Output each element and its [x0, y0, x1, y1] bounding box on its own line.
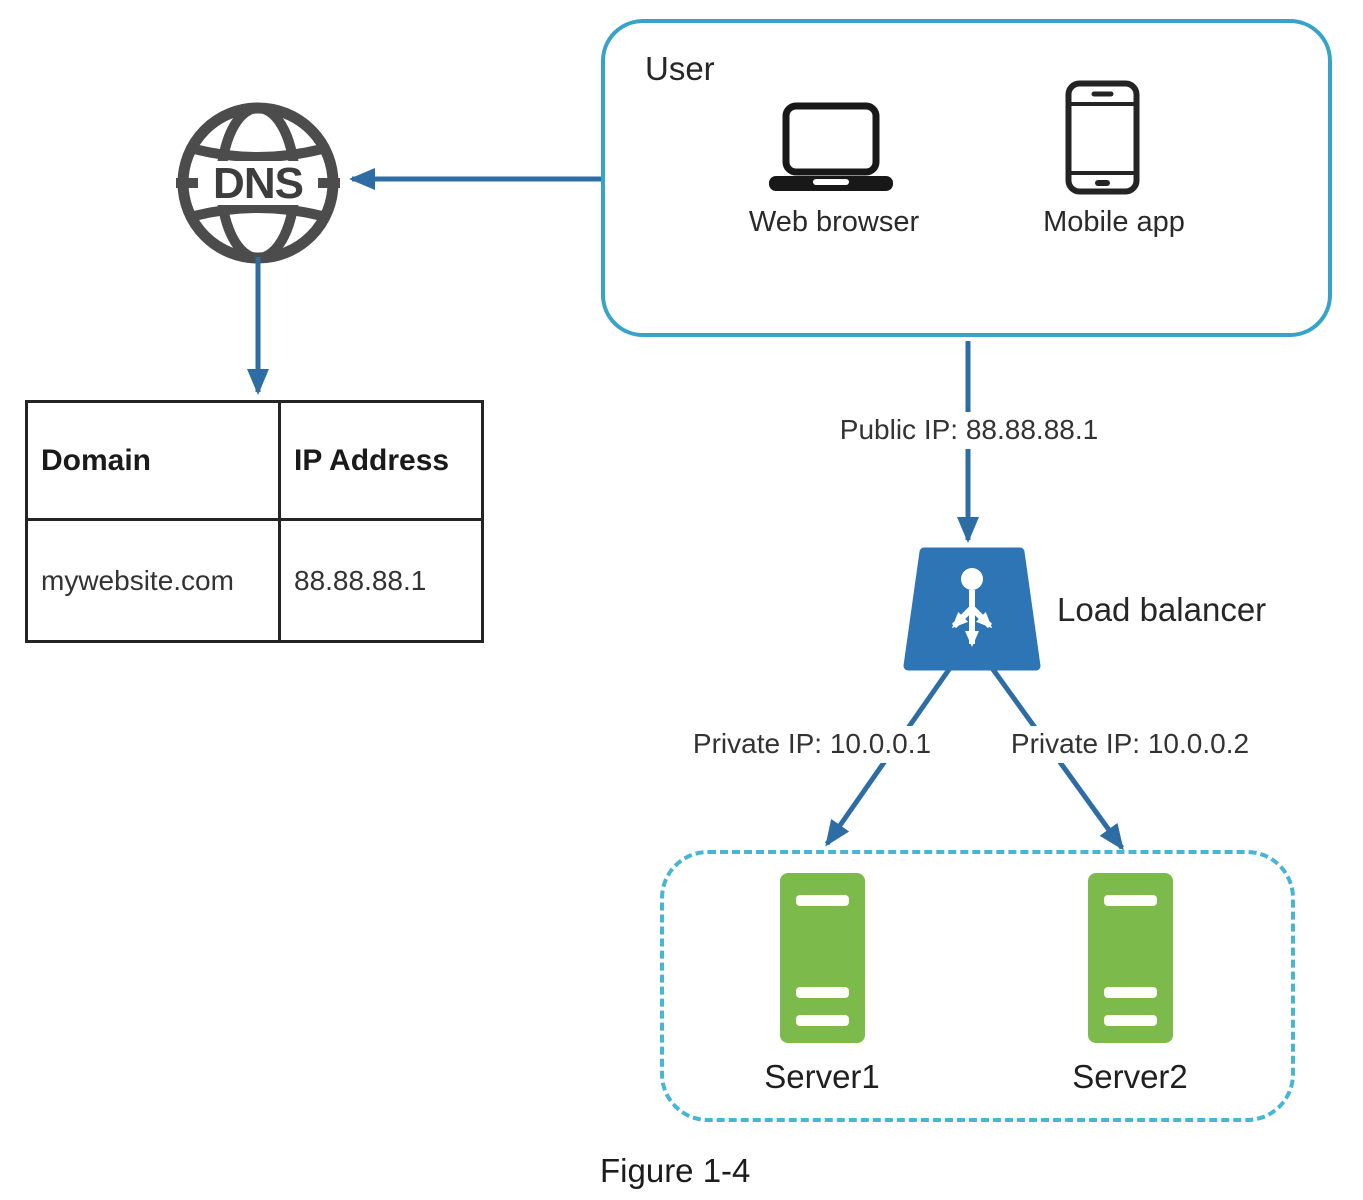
table-cell-domain: mywebsite.com [25, 518, 281, 643]
server-slot [1104, 1015, 1157, 1026]
server2-label: Server2 [1072, 1058, 1188, 1095]
server1-icon [780, 873, 865, 1043]
mobile-app-label: Mobile app [1043, 206, 1185, 238]
smartphone-icon [1065, 80, 1140, 195]
table-row: mywebsite.com 88.88.88.1 [25, 518, 484, 643]
load-balancer-icon [903, 547, 1041, 671]
table-header-domain: Domain [25, 400, 281, 521]
table-cell-ip: 88.88.88.1 [278, 518, 484, 643]
load-balancer-label: Load balancer [1057, 591, 1267, 628]
user-group-box [601, 19, 1332, 337]
figure-caption: Figure 1-4 [600, 1152, 751, 1189]
server-slot [796, 1015, 849, 1026]
web-browser-label: Web browser [748, 206, 920, 238]
dns-label: DNS [213, 159, 303, 208]
user-group-title: User [645, 50, 715, 87]
dns-globe-icon: DNS [176, 102, 340, 264]
server-slot [1104, 895, 1157, 906]
server1-label: Server1 [764, 1058, 880, 1095]
table-header-ip: IP Address [278, 400, 484, 521]
dns-lookup-table: Domain IP Address mywebsite.com 88.88.88… [25, 400, 484, 643]
server-slot [1104, 987, 1157, 998]
server-group-box [660, 850, 1295, 1122]
laptop-icon [769, 102, 893, 191]
server-slot [796, 895, 849, 906]
private-ip-2-label: Private IP: 10.0.0.2 [1006, 726, 1254, 763]
server-slot [796, 987, 849, 998]
public-ip-label: Public IP: 88.88.88.1 [836, 412, 1102, 449]
table-header-row: Domain IP Address [25, 400, 484, 521]
server2-icon [1088, 873, 1173, 1043]
private-ip-1-label: Private IP: 10.0.0.1 [688, 726, 936, 763]
